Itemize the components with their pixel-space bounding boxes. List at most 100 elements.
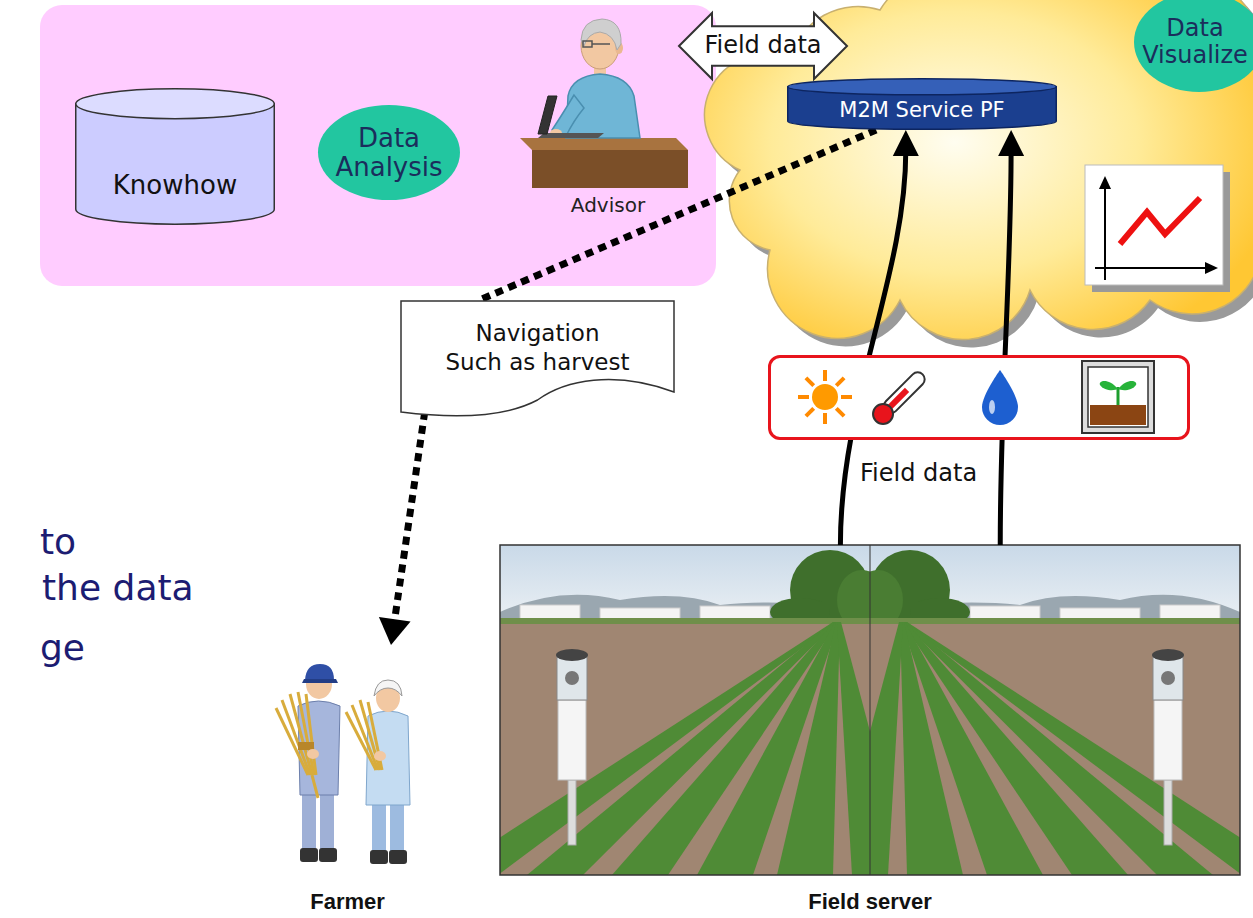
farmer-illustration — [320, 790, 334, 850]
farmer-illustration — [300, 848, 318, 862]
advisor-illustration — [538, 96, 557, 134]
field-photo — [557, 655, 587, 700]
field-photo — [500, 545, 870, 630]
field-data-arrow: Field data — [678, 12, 848, 80]
connector — [998, 130, 1024, 545]
node-label: M2M Service PF — [839, 98, 1004, 123]
farmer-illustration — [302, 679, 338, 683]
sun-icon — [798, 395, 809, 399]
node-label: Knowhow — [113, 170, 237, 201]
farmer-illustration — [306, 694, 316, 775]
node-label: Farmer — [310, 890, 385, 914]
plant-picture-icon — [1082, 361, 1154, 433]
chart-icon — [1205, 262, 1218, 274]
field-photo — [500, 622, 870, 875]
field-photo — [558, 700, 586, 780]
field-photo — [697, 622, 839, 875]
field-photo — [500, 545, 1240, 875]
field-photo — [568, 780, 576, 845]
sun-icon — [823, 413, 827, 424]
knowhow-cylinder-outline — [75, 88, 275, 225]
sensor-icons — [768, 355, 1190, 440]
field-photo — [565, 671, 579, 685]
field-photo — [500, 618, 870, 624]
chart-icon — [1095, 267, 1208, 269]
node-label: Field server — [808, 890, 932, 914]
advisor-illustration — [592, 43, 610, 45]
farmer-illustration — [372, 800, 386, 852]
platform-cylinder: M2M Service PF — [787, 78, 1057, 130]
document-shape — [401, 301, 674, 416]
advisor-illustration — [520, 19, 688, 188]
farmer-illustration — [302, 790, 316, 850]
farmer-illustration — [346, 712, 376, 770]
advisor-illustration — [581, 19, 621, 50]
farmer-illustration — [276, 692, 318, 798]
advisor-illustration — [520, 138, 688, 150]
advisor-figure: Advisor — [528, 5, 688, 219]
plant-picture-icon — [1117, 387, 1120, 405]
ellipse-shape — [1134, 0, 1253, 92]
chart-icon — [1085, 165, 1223, 285]
cloud — [705, 0, 1253, 340]
field-photo — [556, 649, 588, 661]
data-arrow-line — [1000, 151, 1011, 545]
arrow-head — [893, 130, 919, 156]
arrow-head — [998, 130, 1024, 156]
sun-icon — [841, 395, 852, 399]
field-server-photo: Field server — [500, 545, 1240, 917]
cloud — [705, 0, 1253, 348]
cylinder-body — [76, 104, 275, 225]
farmer-illustration — [374, 680, 402, 696]
node-label: Field data — [704, 32, 821, 60]
advisor-illustration — [538, 133, 604, 138]
plant-picture-icon — [1118, 381, 1136, 390]
field-photo — [442, 545, 1253, 875]
visualize-circle: Data Visualize — [1134, 0, 1253, 92]
slide-text: to — [40, 520, 76, 563]
sun-icon — [823, 370, 827, 381]
advisor-illustration — [583, 41, 592, 47]
farmer-illustration — [312, 775, 318, 798]
farmer-illustration — [298, 701, 340, 795]
farmer-figure: Farmer — [275, 645, 420, 917]
double-arrow-shape — [679, 13, 847, 79]
navigation-document: Navigation Such as harvest — [400, 300, 675, 418]
chart-icon — [1104, 186, 1106, 280]
cylinder-top — [76, 89, 275, 119]
farmer-illustration — [276, 664, 410, 864]
node-label: Navigation Such as harvest — [442, 319, 633, 377]
farmer-illustration — [298, 742, 314, 750]
field-photo — [832, 545, 1253, 875]
slide-text: the data — [42, 566, 194, 609]
arrow-head — [379, 617, 411, 645]
ellipse-shape — [318, 105, 460, 200]
plant-picture-icon — [1100, 381, 1118, 390]
water-drop-icon — [989, 400, 995, 414]
field-photo — [500, 620, 870, 875]
node-label: Field data — [860, 459, 977, 488]
farmer-illustration — [389, 850, 407, 864]
farmer-illustration — [307, 749, 319, 759]
plant-picture-icon — [1082, 361, 1154, 433]
chart-icon — [1120, 198, 1200, 244]
plant-picture-icon — [1090, 405, 1146, 425]
connector — [480, 130, 876, 300]
farmer-illustration — [305, 664, 334, 680]
sun-icon — [812, 384, 838, 410]
connector — [379, 412, 425, 645]
field-photo — [777, 622, 840, 875]
sun-icon — [798, 370, 852, 424]
farmer-illustration — [374, 751, 386, 761]
chart-icon — [1099, 176, 1111, 189]
slide-text: ge — [40, 626, 85, 669]
farmer-illustration — [276, 708, 308, 775]
node-label: Advisor — [571, 193, 645, 217]
cylinder-top — [788, 79, 1057, 95]
advisor-illustration — [532, 150, 688, 188]
plant-picture-icon — [1088, 367, 1148, 427]
knowhow-cylinder: Knowhow — [75, 88, 275, 225]
node-label: Data Analysis — [330, 124, 448, 181]
dotted-line — [394, 412, 425, 626]
